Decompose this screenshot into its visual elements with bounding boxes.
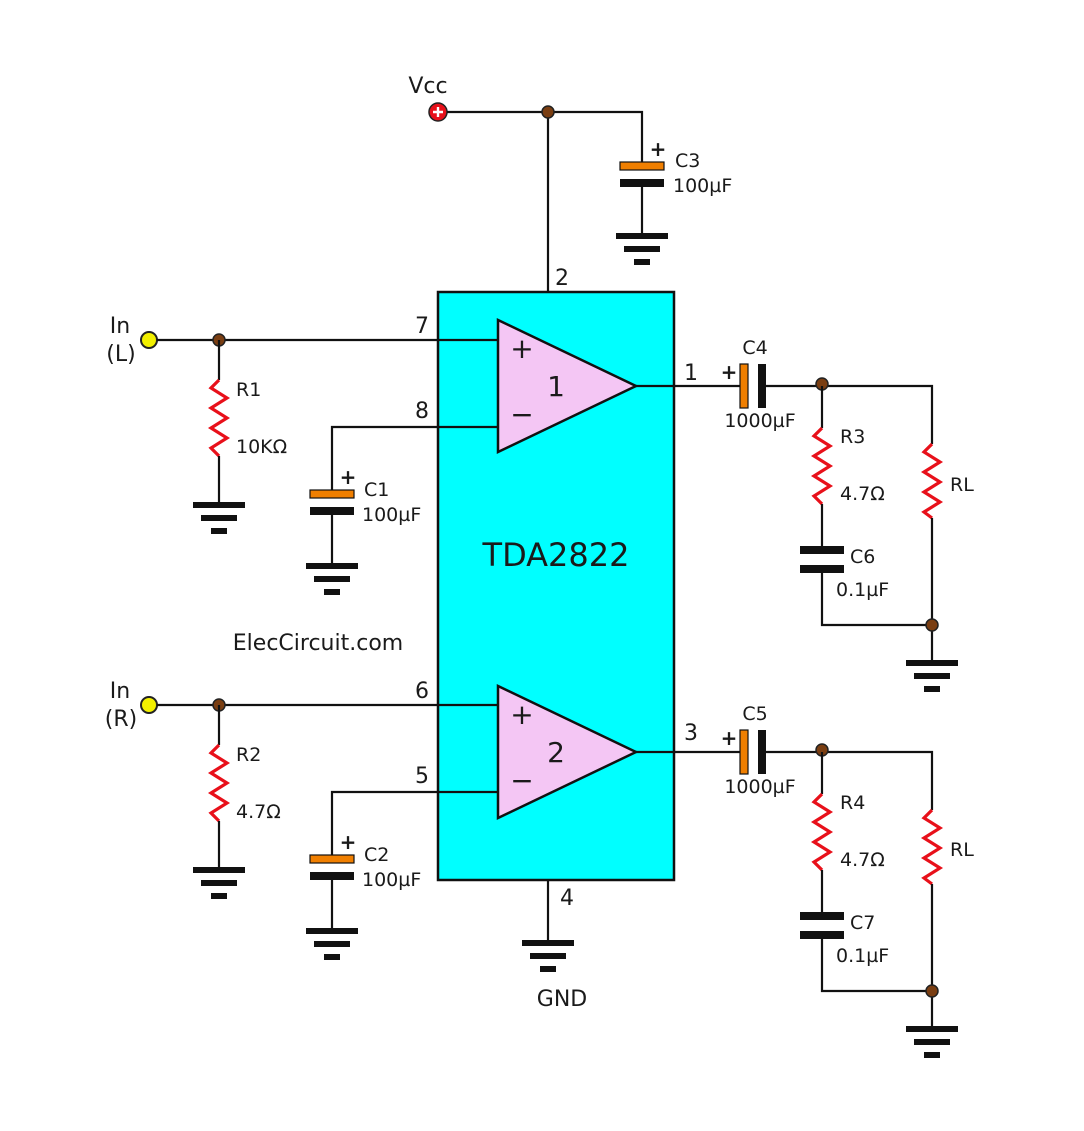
c7-bottom-plate: [800, 931, 844, 939]
r3-name: R3: [840, 426, 865, 448]
c4-negative-plate: [758, 364, 766, 408]
c2-positive-plate: [309, 854, 355, 864]
input-left-in-label: In: [110, 314, 130, 339]
vcc-terminal-plus: [433, 107, 443, 117]
c1-ground-icon: [306, 563, 358, 595]
c3-negative-plate: [620, 179, 664, 187]
c6-top-plate: [800, 546, 844, 554]
c2-value: 100µF: [362, 869, 421, 891]
rl2-resistor: [920, 808, 944, 886]
gnd-label: GND: [537, 987, 587, 1012]
rl1-name: RL: [950, 474, 974, 496]
pin-7-label: 7: [415, 314, 429, 339]
input-right-channel-label: (R): [105, 707, 137, 732]
vcc-wire: [447, 110, 644, 162]
output2-ground-icon: [906, 1026, 958, 1058]
c6-bottom-wire: [820, 573, 932, 627]
c3-plus: +: [650, 137, 667, 161]
c2-plus: +: [340, 830, 357, 854]
c7-name: C7: [850, 912, 875, 934]
pin5-wire: [330, 790, 498, 855]
c4-plus: +: [721, 360, 738, 384]
pin-5-label: 5: [415, 764, 429, 789]
r1-value: 10KΩ: [236, 436, 287, 458]
output1-ground-icon: [906, 660, 958, 692]
input-right-jack: [140, 696, 158, 714]
c4-positive-plate: [739, 363, 749, 409]
amp1-plus-sign: +: [510, 332, 533, 365]
c4-name: C4: [742, 337, 767, 359]
input-left-jack: [140, 331, 158, 349]
c5-name: C5: [742, 703, 767, 725]
c2-negative-plate: [310, 872, 354, 880]
pin-4-label: 4: [560, 886, 574, 911]
c7-value: 0.1µF: [836, 945, 889, 967]
pin8-wire: [330, 425, 498, 490]
c6-name: C6: [850, 546, 875, 568]
pin-6-label: 6: [415, 679, 429, 704]
c1-value: 100µF: [362, 504, 421, 526]
input-left-channel-label: (L): [106, 342, 135, 367]
r4-resistor: [810, 792, 834, 872]
rl1-resistor: [920, 442, 944, 520]
c5-negative-plate: [758, 730, 766, 774]
r4-name: R4: [840, 792, 865, 814]
c1-name: C1: [364, 479, 389, 501]
pin-2-label: 2: [555, 266, 569, 291]
output2-ground-junction: [925, 984, 939, 998]
pin-1-label: 1: [684, 361, 698, 386]
amp2-minus-sign: −: [510, 764, 533, 797]
c5-value: 1000µF: [724, 776, 795, 798]
ic-name: TDA2822: [482, 536, 630, 574]
rl2-name: RL: [950, 839, 974, 861]
pin-3-label: 3: [684, 721, 698, 746]
amp2-plus-sign: +: [510, 698, 533, 731]
r3-value: 4.7Ω: [840, 483, 885, 505]
ic-ground-icon: [522, 940, 574, 972]
r2-resistor: [207, 743, 231, 823]
r1-ground-icon: [193, 502, 245, 534]
output1-ground-junction: [925, 618, 939, 632]
r4-value: 4.7Ω: [840, 849, 885, 871]
vcc-junction: [541, 105, 555, 119]
input-right-in-label: In: [110, 679, 130, 704]
watermark: ElecCircuit.com: [233, 631, 403, 656]
c2-ground-icon: [306, 928, 358, 960]
c6-value: 0.1µF: [836, 579, 889, 601]
c1-negative-plate: [310, 507, 354, 515]
amp1-minus-sign: −: [510, 398, 533, 431]
c3-positive-plate: [619, 161, 665, 171]
c3-value: 100µF: [673, 175, 732, 197]
r1-name: R1: [236, 379, 261, 401]
r2-ground-icon: [193, 867, 245, 899]
c5-plus: +: [721, 726, 738, 750]
c7-top-plate: [800, 912, 844, 920]
r2-value: 4.7Ω: [236, 801, 281, 823]
c7-bottom-wire: [820, 939, 932, 993]
c3-name: C3: [675, 150, 700, 172]
r3-resistor: [810, 426, 834, 506]
r2-name: R2: [236, 744, 261, 766]
amplifier-2: [496, 684, 639, 820]
amplifier-1-label: 1: [547, 370, 565, 403]
c3-ground-icon: [616, 233, 668, 265]
r1-resistor: [207, 378, 231, 458]
amplifier-2-label: 2: [547, 736, 565, 769]
c2-name: C2: [364, 844, 389, 866]
pin-8-label: 8: [415, 399, 429, 424]
vcc-label: Vcc: [408, 74, 447, 99]
amplifier-1: [496, 318, 639, 454]
c6-bottom-plate: [800, 565, 844, 573]
c1-plus: +: [340, 465, 357, 489]
c1-positive-plate: [309, 489, 355, 499]
c5-positive-plate: [739, 729, 749, 775]
c4-value: 1000µF: [724, 410, 795, 432]
